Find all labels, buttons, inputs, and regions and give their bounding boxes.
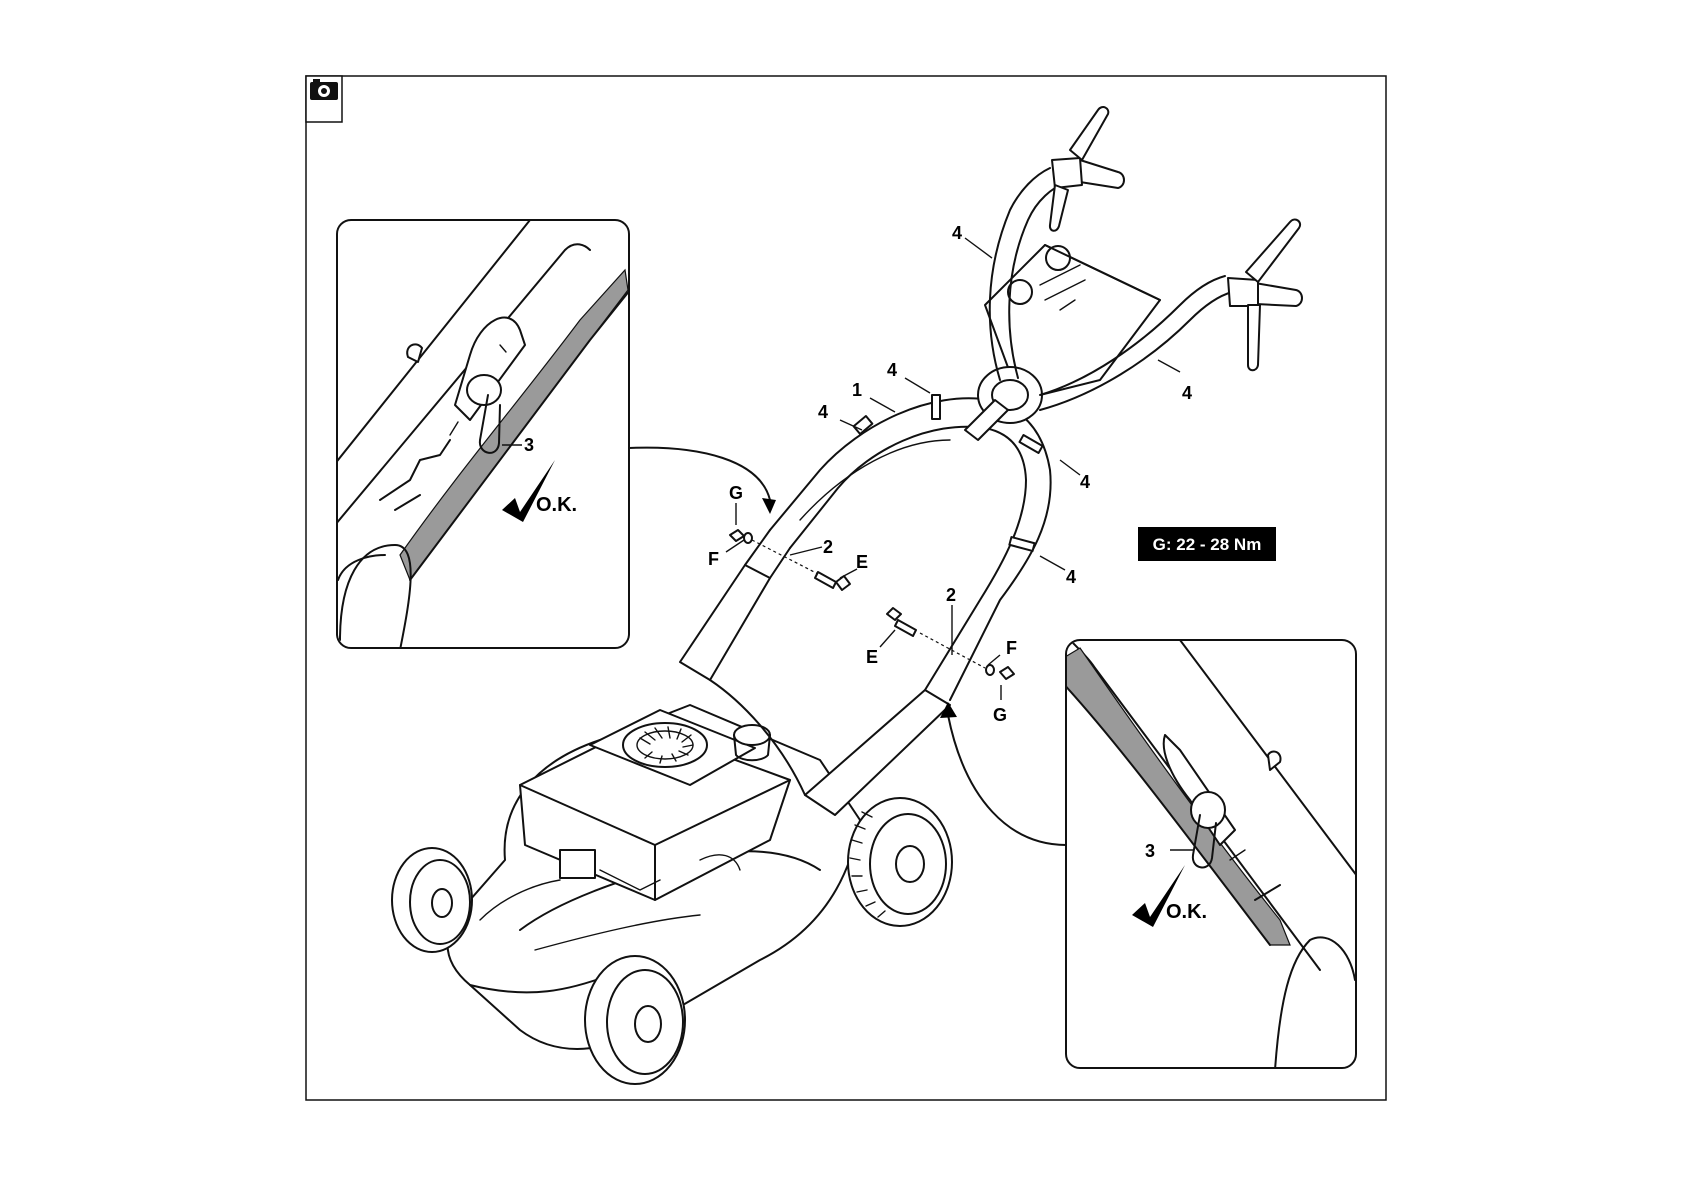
torque-badge: G: 22 - 28 Nm bbox=[1138, 527, 1276, 561]
callout-label-f: F bbox=[1006, 638, 1017, 658]
callout-2-group: 2 2 bbox=[790, 537, 956, 655]
camera-icon bbox=[306, 76, 342, 122]
callout-label-4: 4 bbox=[818, 402, 828, 422]
ok-label: O.K. bbox=[536, 494, 577, 516]
callout-label-4: 4 bbox=[887, 360, 897, 380]
callout-label-3: 3 bbox=[1145, 841, 1155, 861]
callout-letters-left: G F E bbox=[708, 483, 868, 578]
callout-1: 1 bbox=[852, 380, 895, 412]
right-fastener-set bbox=[887, 608, 1014, 679]
callout-label-4: 4 bbox=[1066, 567, 1076, 587]
callout-label-4: 4 bbox=[1080, 472, 1090, 492]
callout-label-1: 1 bbox=[852, 380, 862, 400]
callout-label-e: E bbox=[856, 552, 868, 572]
callout-label-4: 4 bbox=[952, 223, 962, 243]
callout-label-f: F bbox=[708, 549, 719, 569]
callout-label-2: 2 bbox=[823, 537, 833, 557]
pointer-arrow-left bbox=[629, 448, 776, 514]
detail-inset-left: 3 O.K. bbox=[330, 220, 630, 650]
callout-label-e: E bbox=[866, 647, 878, 667]
callout-label-4: 4 bbox=[1182, 383, 1192, 403]
ok-label: O.K. bbox=[1166, 901, 1207, 923]
torque-text: G: 22 - 28 Nm bbox=[1153, 535, 1262, 554]
callout-label-3: 3 bbox=[524, 435, 534, 455]
callout-label-g: G bbox=[993, 705, 1007, 725]
callout-label-g: G bbox=[729, 483, 743, 503]
callout-label-2: 2 bbox=[946, 585, 956, 605]
detail-inset-right: 3 O.K. bbox=[1060, 640, 1360, 1070]
